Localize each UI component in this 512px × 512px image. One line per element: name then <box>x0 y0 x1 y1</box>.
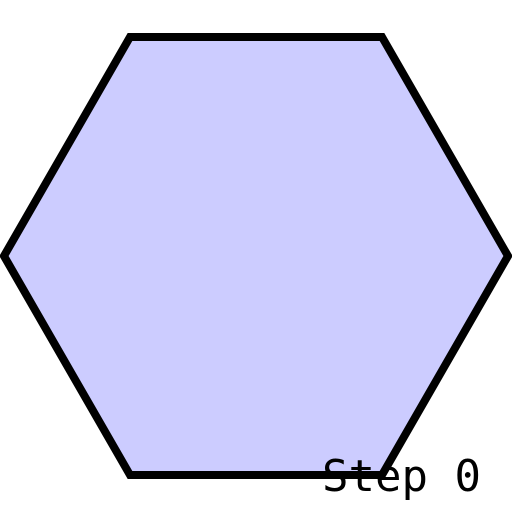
hexagon-shape <box>0 33 512 479</box>
step-label: Step 0 <box>322 451 481 502</box>
